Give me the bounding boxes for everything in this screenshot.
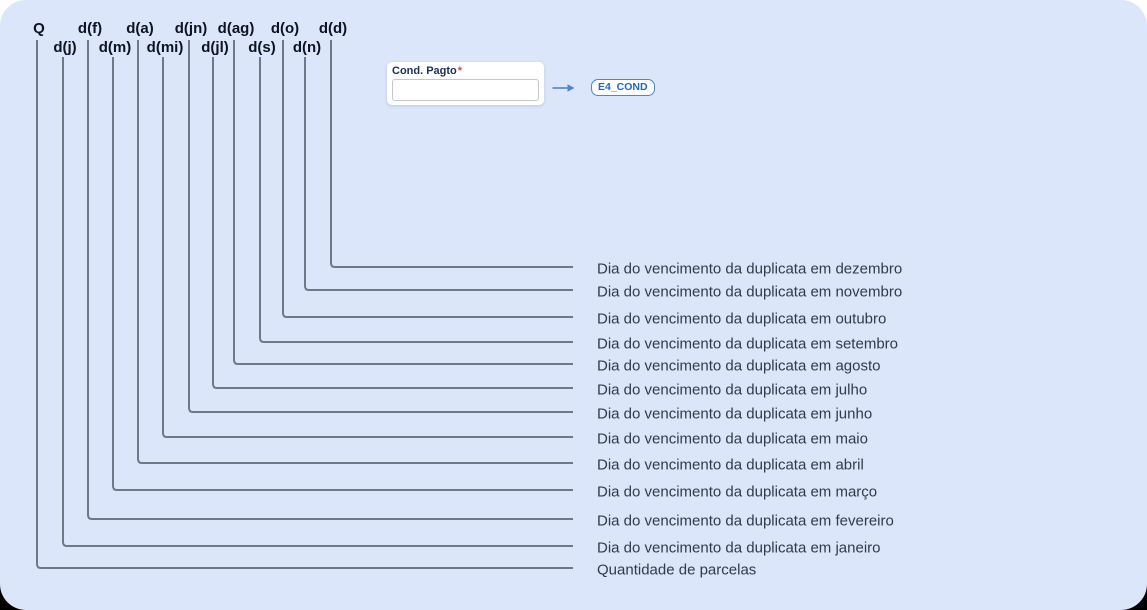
token-label: d(f) xyxy=(77,20,103,37)
token-description: Dia do vencimento da duplicata em maio xyxy=(597,430,868,448)
connector-line xyxy=(162,57,573,438)
token-description: Dia do vencimento da duplicata em dezemb… xyxy=(597,260,903,278)
token-label: d(o) xyxy=(270,20,300,37)
field-label: Cond. Pagto* xyxy=(392,65,539,77)
token-description: Dia do vencimento da duplicata em outubr… xyxy=(597,310,887,328)
token-label: d(jl) xyxy=(201,39,229,56)
connector-line xyxy=(87,40,573,520)
connector-line xyxy=(62,57,573,547)
token-description: Dia do vencimento da duplicata em março xyxy=(597,483,878,501)
payment-condition-field-card: Cond. Pagto* xyxy=(387,62,544,105)
required-asterisk: * xyxy=(457,65,463,77)
token-description: Dia do vencimento da duplicata em agosto xyxy=(597,357,881,375)
token-label: Q xyxy=(33,20,45,37)
token-description: Dia do vencimento da duplicata em setemb… xyxy=(597,335,898,353)
token-description: Quantidade de parcelas xyxy=(597,561,757,579)
token-label: d(d) xyxy=(318,20,348,37)
payment-condition-input[interactable] xyxy=(392,79,539,101)
token-description: Dia do vencimento da duplicata em fevere… xyxy=(597,512,894,530)
token-label: d(j) xyxy=(53,39,77,56)
token-label: d(n) xyxy=(292,39,322,56)
token-description: Dia do vencimento da duplicata em abril xyxy=(597,456,864,474)
token-description: Dia do vencimento da duplicata em junho xyxy=(597,405,873,423)
token-label: d(ag) xyxy=(217,20,255,37)
token-description: Dia do vencimento da duplicata em janeir… xyxy=(597,539,881,557)
right-arrow-icon xyxy=(552,84,575,92)
token-description: Dia do vencimento da duplicata em julho xyxy=(597,381,868,399)
connector-line xyxy=(212,57,573,389)
token-description: Dia do vencimento da duplicata em novemb… xyxy=(597,283,903,301)
token-label: d(a) xyxy=(126,20,154,37)
token-label: d(s) xyxy=(248,39,276,56)
field-label-text: Cond. Pagto xyxy=(392,65,457,77)
token-label: d(mi) xyxy=(146,39,184,56)
field-tag-badge: E4_COND xyxy=(591,79,655,96)
token-label: d(jn) xyxy=(174,20,208,37)
connector-line xyxy=(112,57,573,491)
connector-line xyxy=(36,40,573,569)
token-label: d(m) xyxy=(98,39,132,56)
